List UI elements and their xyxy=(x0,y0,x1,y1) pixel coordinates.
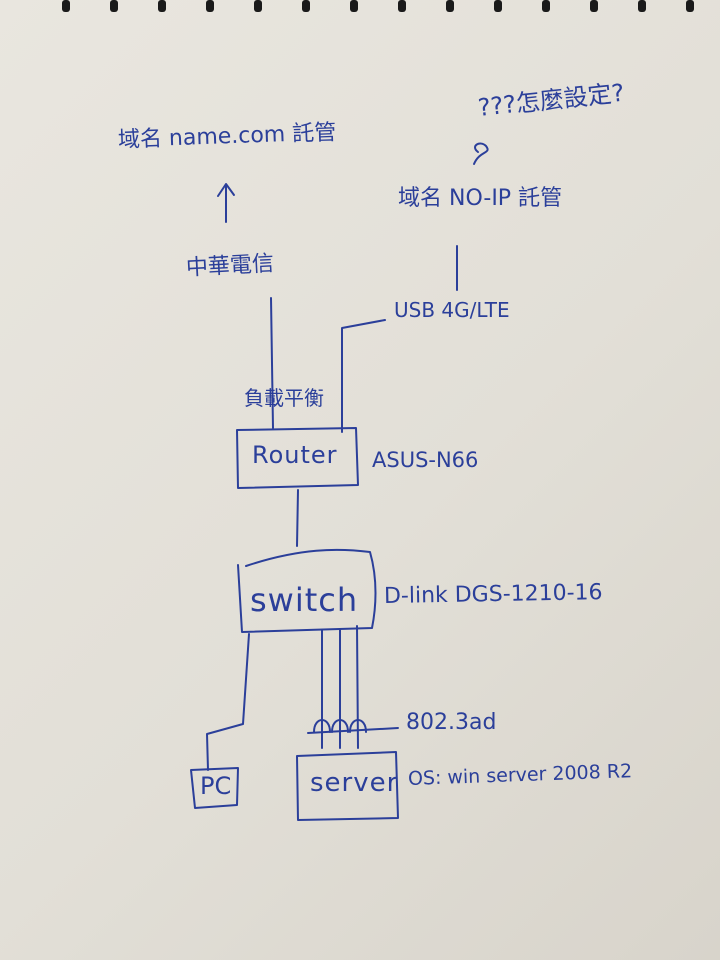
lacp-arc-1 xyxy=(313,719,331,733)
server-box xyxy=(296,751,399,821)
arrow-up-namecom xyxy=(217,183,235,223)
router-box xyxy=(236,427,359,489)
line-switch-pc xyxy=(206,633,250,771)
label-lacp: 802.3ad xyxy=(406,710,497,735)
lacp-arc-3 xyxy=(349,719,367,733)
line-router-switch xyxy=(296,489,299,547)
label-server: server xyxy=(310,768,399,798)
lacp-bar xyxy=(307,727,399,734)
label-router-model: ASUS-N66 xyxy=(372,448,479,472)
label-hinet: 中華電信 xyxy=(185,251,275,281)
label-load-balance: 負載平衡 xyxy=(244,386,324,410)
label-pc: PC xyxy=(200,772,232,800)
switch-box xyxy=(237,548,377,633)
label-switch: switch xyxy=(250,581,359,619)
squiggle-connector xyxy=(473,142,489,165)
spiral-binding xyxy=(62,0,694,12)
line-lacp-3 xyxy=(356,625,359,749)
label-router: Router xyxy=(252,441,338,469)
pc-box xyxy=(190,767,239,809)
line-hinet-router xyxy=(270,297,274,429)
label-usb: USB 4G/LTE xyxy=(394,298,510,322)
label-switch-model: D-link DGS-1210-16 xyxy=(383,580,603,609)
lacp-arc-2 xyxy=(331,719,349,733)
label-domain-noip: 域名 NO-IP 託管 xyxy=(398,186,563,211)
line-usb-router xyxy=(341,319,386,433)
